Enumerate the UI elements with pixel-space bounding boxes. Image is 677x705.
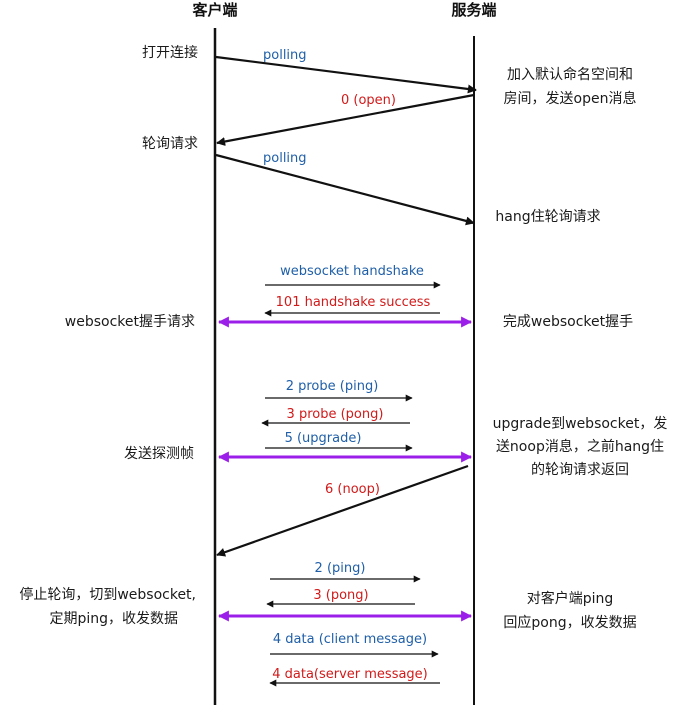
open-message-label: 0 (open) — [341, 93, 396, 108]
reply-line-2: 回应pong，收发数据 — [503, 614, 636, 631]
data-server-label: 4 data(server message) — [272, 667, 428, 682]
noop-arrow — [216, 464, 469, 557]
server-header: 服务端 — [451, 1, 496, 19]
join-namespace-line-2: 房间，发送open消息 — [504, 90, 637, 107]
data-client-label: 4 data (client message) — [273, 632, 427, 647]
upgrade-desc-line-1: upgrade到websocket，发 — [493, 416, 668, 432]
open-message-arrow — [216, 93, 475, 146]
upgrade-label: 5 (upgrade) — [285, 431, 362, 446]
open-connection-label: 打开连接 — [142, 44, 198, 61]
poll-request-label: 轮询请求 — [142, 136, 198, 152]
client-header: 客户端 — [191, 1, 237, 19]
probe-ping-label: 2 probe (ping) — [286, 379, 379, 394]
ws-handshake-done-label: 完成websocket握手 — [503, 314, 633, 330]
stop-poll-line-2: 定期ping，收发数据 — [49, 611, 178, 627]
reply-line-1: 对客户端ping — [527, 590, 614, 607]
handshake-success-label: 101 handshake success — [276, 295, 431, 310]
upgrade-desc-line-3: 的轮询请求返回 — [531, 462, 629, 478]
upgrade-desc-line-2: 送noop消息，之前hang住 — [496, 438, 664, 455]
ws-handshake-label: websocket handshake — [280, 264, 424, 279]
probe-pong-label: 3 probe (pong) — [287, 407, 384, 422]
ping-label: 2 (ping) — [315, 561, 366, 576]
polling-arrow-1 — [215, 55, 477, 94]
stop-poll-line-1: 停止轮询，切到websocket, — [19, 586, 196, 603]
send-probe-label: 发送探测帧 — [124, 446, 194, 462]
ws-handshake-request-label: websocket握手请求 — [65, 314, 195, 330]
join-namespace-line-1: 加入默认命名空间和 — [507, 66, 633, 83]
pong-label: 3 (pong) — [313, 588, 368, 603]
polling-label-2: polling — [263, 151, 307, 166]
noop-label: 6 (noop) — [325, 482, 380, 497]
polling-arrow-2 — [215, 153, 475, 226]
hang-poll-label: hang住轮询请求 — [495, 209, 600, 225]
polling-label-1: polling — [263, 48, 307, 63]
